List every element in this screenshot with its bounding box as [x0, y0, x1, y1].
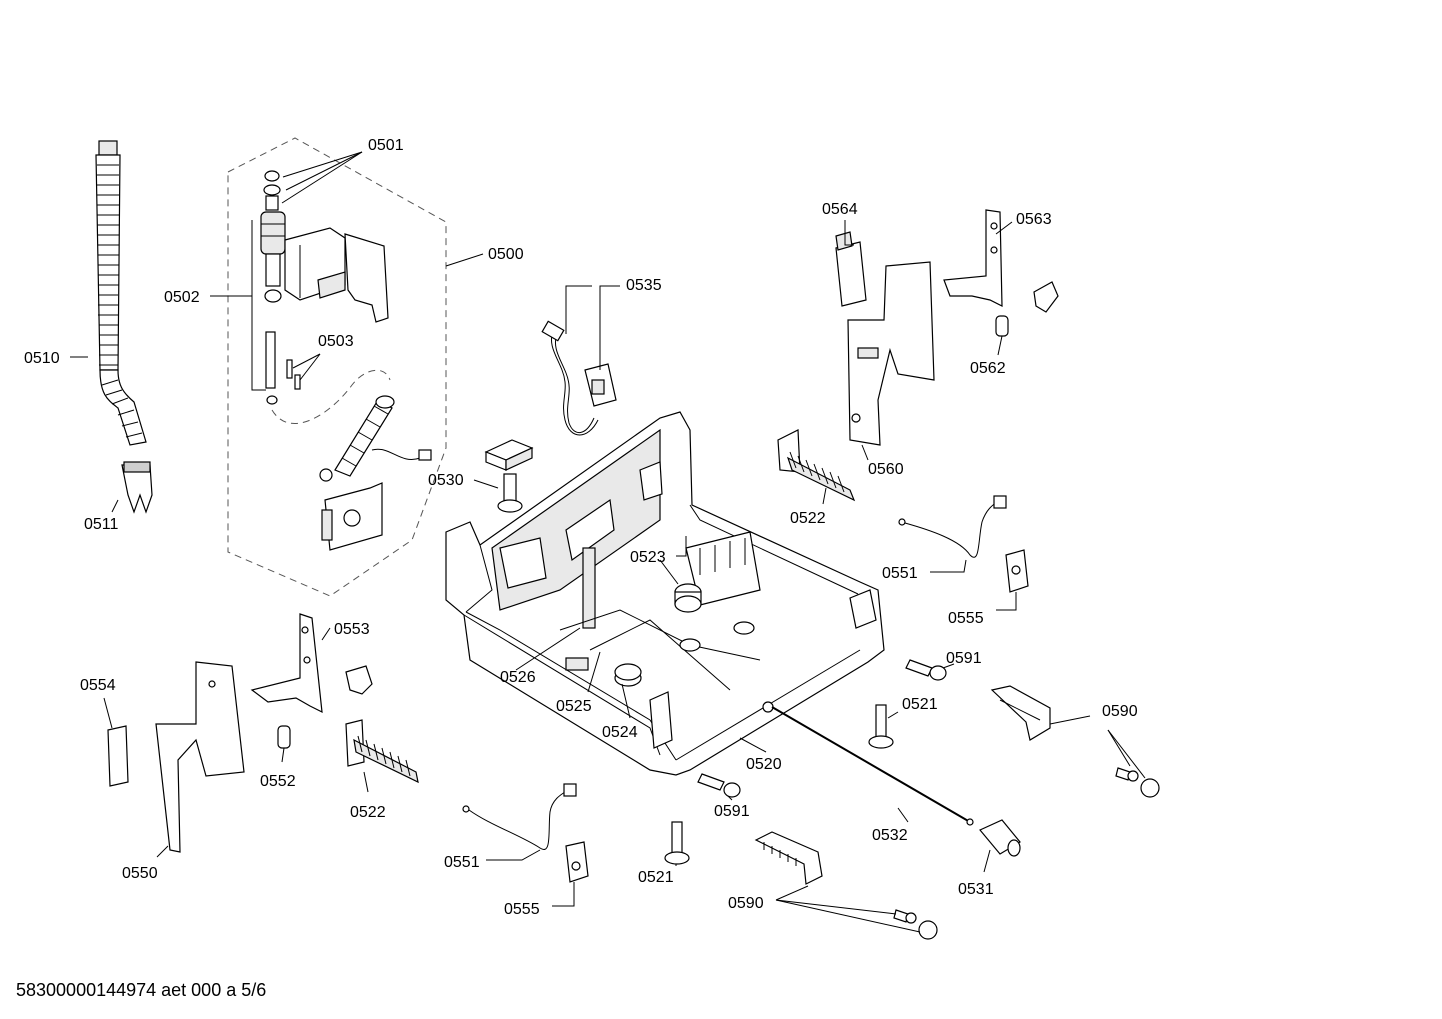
sensor-cable-0551-lower: [462, 783, 577, 850]
label-0521-upper: 0521: [902, 696, 938, 713]
label-0503: 0503: [318, 333, 354, 350]
small-parts-0503: [286, 359, 301, 390]
label-0552: 0552: [260, 773, 296, 790]
rod-0532: [771, 706, 974, 826]
label-0530: 0530: [428, 472, 464, 489]
label-0551-upper: 0551: [882, 565, 918, 582]
aquastop-hose: [319, 395, 432, 482]
label-0525: 0525: [556, 698, 592, 715]
bracket-0590-upper: [990, 685, 1160, 798]
switch-0555-upper: [1005, 549, 1029, 593]
spring-rail-0522-upper: [777, 429, 856, 502]
label-0501: 0501: [368, 137, 404, 154]
clip-0552: [277, 725, 291, 749]
label-0526: 0526: [500, 669, 536, 686]
label-0555-lower: 0555: [504, 901, 540, 918]
label-0500: 0500: [488, 246, 524, 263]
label-0590-upper: 0590: [1102, 703, 1138, 720]
label-0523: 0523: [630, 549, 666, 566]
label-0532: 0532: [872, 827, 908, 844]
bracket-0590-lower: [754, 831, 938, 940]
clip-0562: [995, 315, 1009, 337]
label-0520: 0520: [746, 756, 782, 773]
label-0564: 0564: [822, 201, 858, 218]
screw-0591-upper: [905, 659, 947, 681]
cable-switch-0535: [541, 320, 617, 436]
screw-0591-lower: [697, 773, 741, 798]
sensor-cable-0551-upper: [898, 495, 1007, 558]
label-0550: 0550: [122, 865, 158, 882]
switch-0555-lower: [565, 841, 589, 883]
mount-bracket: [321, 482, 383, 551]
document-footer: 58300000144974 aet 000 a 5/6: [16, 980, 267, 1000]
label-0553: 0553: [334, 621, 370, 638]
hose-clip-0511: [121, 461, 153, 514]
group-0500-outline: [227, 137, 447, 597]
hose-0510: [95, 140, 147, 446]
foot-0521-lower: [664, 821, 690, 865]
cover-0554: [107, 725, 129, 787]
label-0502: 0502: [164, 289, 200, 306]
bracket-0564: [835, 231, 867, 307]
label-0590-lower: 0590: [728, 895, 764, 912]
label-0522-upper: 0522: [790, 510, 826, 527]
label-0555-upper: 0555: [948, 610, 984, 627]
base-tray-0520: [445, 411, 885, 776]
label-0554: 0554: [80, 677, 116, 694]
label-0560: 0560: [868, 461, 904, 478]
knob-0531: [979, 819, 1021, 857]
spring-rail-0522-lower: [345, 719, 419, 784]
foot-0530: [484, 439, 534, 513]
label-0531: 0531: [958, 881, 994, 898]
label-0591-upper: 0591: [946, 650, 982, 667]
label-0524: 0524: [602, 724, 638, 741]
bracket-0563: [943, 209, 1003, 307]
label-0591-lower: 0591: [714, 803, 750, 820]
label-0522-lower: 0522: [350, 804, 386, 821]
label-0510: 0510: [24, 350, 60, 367]
label-0521-lower: 0521: [638, 869, 674, 886]
label-0551-lower: 0551: [444, 854, 480, 871]
label-0511: 0511: [84, 516, 119, 533]
bracket-0550: [155, 661, 245, 853]
foot-0521-upper: [868, 704, 894, 749]
label-0535: 0535: [626, 277, 662, 294]
bracket-0553: [250, 613, 373, 714]
leader-lines: [70, 151, 1146, 933]
clip-0563b: [1033, 281, 1059, 313]
bracket-0560: [847, 261, 935, 446]
label-0563: 0563: [1016, 211, 1052, 228]
label-0562: 0562: [970, 360, 1006, 377]
inlet-valve-0502: [260, 170, 389, 405]
part-labels: 0501 0500 0502 0503 0510 0511 0535 0530 …: [24, 137, 1138, 918]
